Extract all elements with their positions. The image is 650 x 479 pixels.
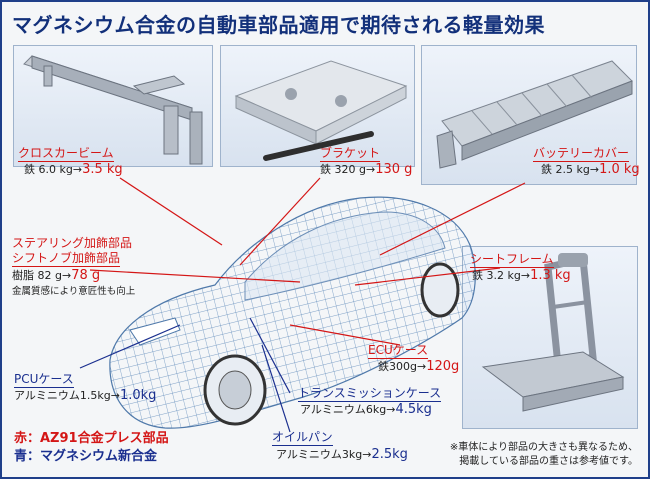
page-title: マグネシウム合金の自動車部品適用で期待される軽量効果 xyxy=(12,13,545,37)
transmission-case-weight: アルミニウム6kg→4.5kg xyxy=(300,402,432,417)
seat-frame-label: シートフレーム xyxy=(470,252,554,268)
cross-beam-label: クロスカービーム xyxy=(18,146,114,162)
steering-label-1: ステアリング加飾部品 xyxy=(12,236,133,250)
steering-weight: 樹脂 82 g→78 g xyxy=(12,268,101,283)
headlight xyxy=(129,317,181,346)
transmission-case-name: トランスミッションケース xyxy=(298,386,442,402)
oil-pan-label: オイルパン xyxy=(272,430,333,446)
cross-beam-weight: 鉄 6.0 kg→3.5 kg xyxy=(24,162,123,177)
rear-wheel xyxy=(420,262,460,318)
ecu-case-label: ECUケース xyxy=(368,343,429,359)
legend-red: 赤：AZ91合金プレス部品 xyxy=(14,431,169,446)
battery-cover-name: バッテリーカバー xyxy=(533,146,630,162)
pcu-case-name: PCUケース xyxy=(14,372,74,388)
seat-frame-name: シートフレーム xyxy=(470,252,554,268)
steering-note: 金属質感により意匠性も向上 xyxy=(12,286,136,297)
cross-beam-photo xyxy=(13,45,213,167)
transmission-case-label: トランスミッションケース xyxy=(298,386,442,402)
cross-beam-illustration xyxy=(23,55,203,165)
bracket-photo xyxy=(220,45,415,167)
battery-cover-label: バッテリーカバー xyxy=(533,146,630,162)
car-cabin xyxy=(244,211,446,301)
legend-blue: 青：マグネシウム新合金 xyxy=(14,449,158,464)
bracket-label: ブラケット xyxy=(320,146,381,162)
bracket-weight: 鉄 320 g→130 g xyxy=(320,162,413,177)
battery-cover-photo xyxy=(421,45,637,185)
pcu-case-label: PCUケース xyxy=(14,372,74,388)
footnote-line-2: 掲載している部品の重さは参考値です。 xyxy=(459,456,638,467)
blue-leader-lines xyxy=(79,317,291,433)
steering-label-2: シフトノブ加飾部品 xyxy=(12,251,121,267)
seat-frame-illustration xyxy=(481,253,625,412)
footnote-line-1: ※車体により部品の大きさも異なるため、 xyxy=(449,442,638,453)
ecu-case-weight: 鉄300g→120g xyxy=(378,359,460,374)
pcu-case-weight: アルミニウム1.5kg→1.0kg xyxy=(14,388,157,403)
cross-beam-name: クロスカービーム xyxy=(18,146,114,162)
seat-frame-weight: 鉄 3.2 kg→1.3 kg xyxy=(472,268,571,283)
legend: 赤：AZ91合金プレス部品 青：マグネシウム新合金 xyxy=(14,430,169,466)
red-leader-lines xyxy=(89,177,526,346)
bracket-name: ブラケット xyxy=(320,146,381,162)
oil-pan-weight: アルミニウム3kg→2.5kg xyxy=(276,447,408,462)
battery-cover-illustration xyxy=(436,60,633,169)
bracket-illustration xyxy=(234,60,408,161)
battery-cover-weight: 鉄 2.5 kg→1.0 kg xyxy=(541,162,640,177)
footnote: ※車体により部品の大きさも異なるため、 掲載している部品の重さは参考値です。 xyxy=(450,441,638,469)
seat-frame-photo xyxy=(462,246,638,429)
oil-pan-name: オイルパン xyxy=(272,430,333,446)
ecu-case-name: ECUケース xyxy=(368,343,429,359)
